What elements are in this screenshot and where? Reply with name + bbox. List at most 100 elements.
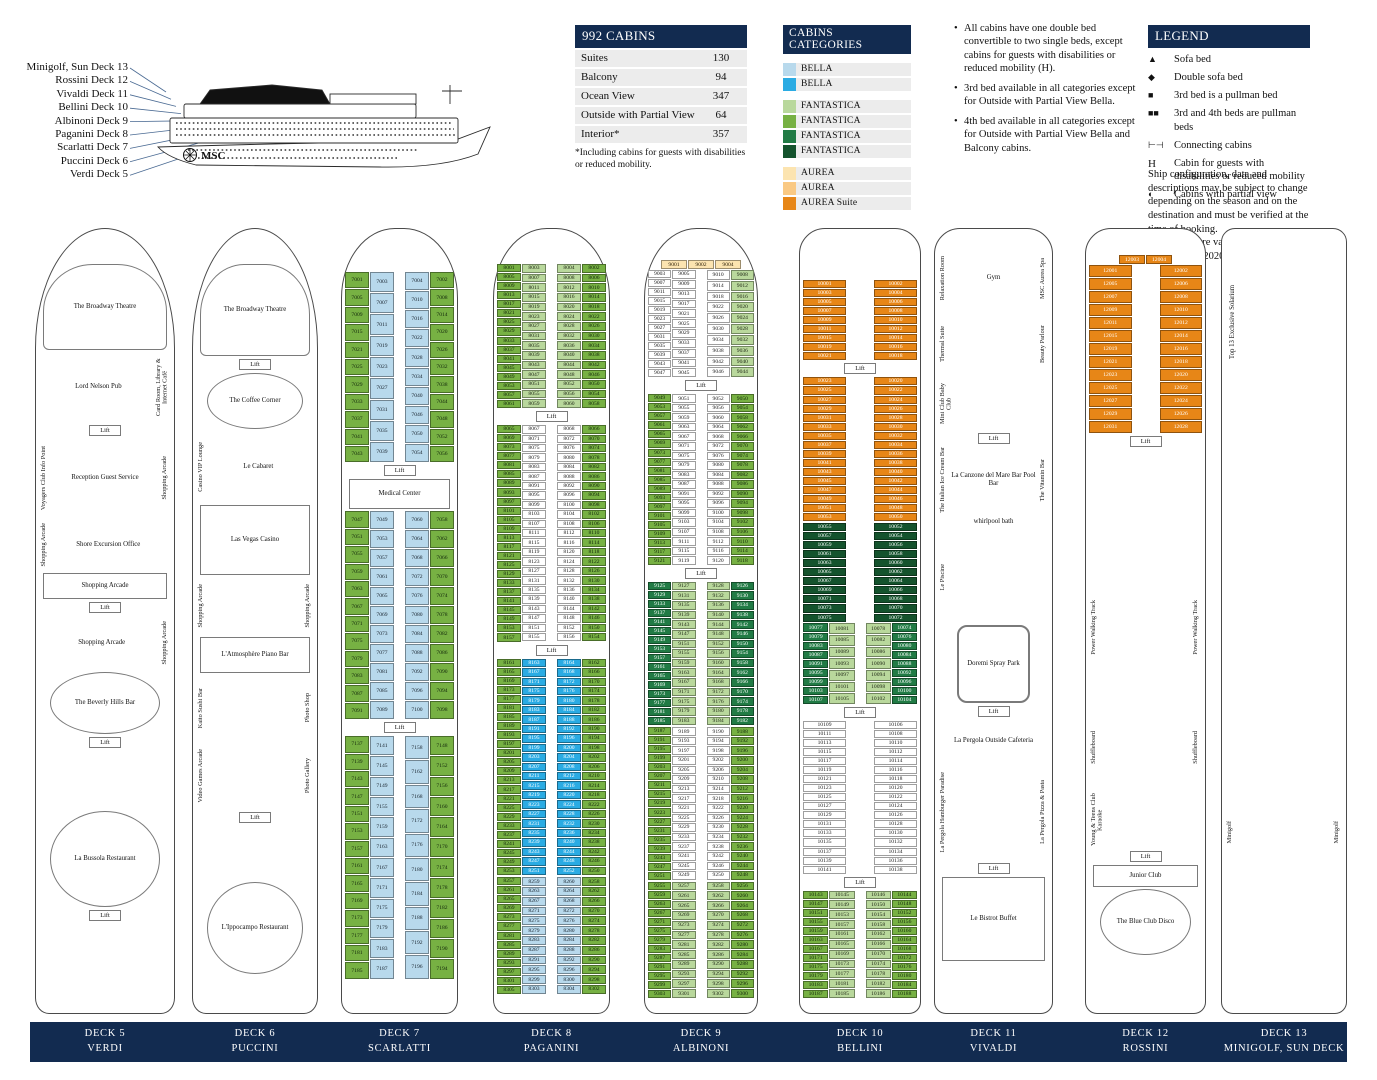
cabin-cell: 10178 bbox=[865, 969, 891, 979]
cabin-cell: 8010 bbox=[582, 283, 606, 293]
cabin-cell: 10183 bbox=[803, 980, 829, 990]
cabin-cell: 8129 bbox=[497, 570, 521, 579]
cabin-cell: 8175 bbox=[522, 686, 546, 696]
cabin-cell: 9117 bbox=[648, 547, 672, 556]
cabin-cell: 9023 bbox=[648, 315, 672, 324]
cabin-cell: 9303 bbox=[648, 990, 672, 999]
legend-label: Connecting cabins bbox=[1174, 139, 1252, 151]
deck-open-space bbox=[800, 999, 920, 1013]
footer-deck-number: DECK 7 bbox=[379, 1028, 420, 1039]
room-label: L'Ippocampo Restaurant bbox=[207, 882, 303, 974]
cabin-cell: 9287 bbox=[648, 953, 672, 962]
cabin-cell: 10025 bbox=[803, 386, 846, 395]
cabin-cell: 8109 bbox=[497, 524, 521, 533]
cabin-cell: 9183 bbox=[672, 716, 696, 726]
cabin-cell: 9244 bbox=[730, 861, 754, 871]
cabin-cell: 9285 bbox=[672, 950, 696, 959]
cabin-cell: 9125 bbox=[648, 581, 672, 590]
cabin-cell: 12016 bbox=[1159, 343, 1202, 356]
cabin-cell: 8001 bbox=[497, 264, 521, 273]
cabin-cell: 8253 bbox=[497, 867, 521, 876]
category-label: FANTASTICA bbox=[796, 115, 911, 128]
cabin-cell: 8257 bbox=[497, 877, 521, 886]
cabin-cell: 9003 bbox=[648, 270, 672, 279]
cabin-cell: 10133 bbox=[803, 829, 846, 838]
cabin-cell: 10129 bbox=[803, 811, 846, 820]
cabin-cell: 10009 bbox=[803, 316, 846, 325]
cabin-cell: 9286 bbox=[706, 950, 730, 959]
cabin-cell: 9148 bbox=[706, 629, 730, 639]
deck-open-space bbox=[494, 253, 609, 263]
cabin-cell: 9089 bbox=[648, 484, 672, 493]
cabin-cell: 8082 bbox=[582, 462, 606, 472]
cabin-cell: 12026 bbox=[1159, 408, 1202, 421]
footer-deck-number: DECK 13 bbox=[1260, 1028, 1308, 1039]
cabin-cell: 9052 bbox=[706, 394, 730, 403]
cabin-cell: 7188 bbox=[405, 906, 429, 930]
room-label-text: The Coffee Corner bbox=[229, 397, 281, 405]
cabin-cell: 9065 bbox=[648, 430, 672, 439]
category-color-chip bbox=[783, 197, 796, 210]
cabin-cell: 8018 bbox=[582, 302, 606, 312]
cabin-cell: 10022 bbox=[874, 386, 917, 395]
cabin-cell: 8263 bbox=[522, 886, 546, 896]
cabin-cell: 8153 bbox=[497, 624, 521, 633]
cabin-cell: 10143 bbox=[803, 890, 829, 899]
footer-deck-name: SCARLATTI bbox=[368, 1043, 431, 1055]
cabin-cell: 9121 bbox=[648, 556, 672, 565]
room-label-text: La Bussola Restaurant bbox=[74, 855, 136, 863]
cabin-cell: 12008 bbox=[1159, 291, 1202, 304]
legend-symbol: ■ bbox=[1148, 90, 1154, 101]
cabin-cell: 8131 bbox=[522, 576, 546, 585]
room-label-vertical: La Pergola Pizza & Pasta bbox=[1039, 780, 1047, 844]
cabins-table-title: 992 CABINS bbox=[575, 25, 747, 48]
cabin-cell: 8261 bbox=[497, 886, 521, 895]
cabin-cell: 8164 bbox=[557, 658, 581, 668]
cabin-cell: 10032 bbox=[874, 431, 917, 440]
cabin-cell: 7194 bbox=[430, 959, 454, 979]
cabin-cell: 9296 bbox=[730, 979, 754, 989]
cabin-cell: 8105 bbox=[497, 515, 521, 524]
cabin-cell: 8252 bbox=[557, 866, 581, 876]
cabin-cell: 10141 bbox=[803, 865, 846, 874]
cabin-cell: 9101 bbox=[648, 511, 672, 520]
cabin-cell: 8211 bbox=[522, 772, 546, 781]
cabin-cell: 10154 bbox=[865, 910, 891, 920]
profile-deck-label: Bellini Deck 10 bbox=[58, 101, 128, 114]
cabin-cell: 9268 bbox=[730, 910, 754, 920]
cabin-cell: 9172 bbox=[706, 687, 730, 697]
cabin-cell: 9161 bbox=[648, 663, 672, 672]
cabin-cell: 8219 bbox=[522, 790, 546, 800]
footer-deck-number: DECK 11 bbox=[970, 1028, 1017, 1039]
cabin-cell: 7037 bbox=[345, 411, 369, 428]
cabin-cell: 12024 bbox=[1159, 395, 1202, 408]
cabin-cell: 10016 bbox=[874, 343, 917, 352]
cabin-cell: 10159 bbox=[803, 926, 829, 935]
cabin-cell: 8209 bbox=[497, 767, 521, 776]
cabin-cell: 10069 bbox=[803, 586, 846, 595]
cabin-cell: 9212 bbox=[730, 784, 754, 794]
cabin-cell: 8088 bbox=[557, 472, 581, 481]
cabin-cell: 7079 bbox=[345, 650, 369, 667]
cabin-cell: 10091 bbox=[803, 659, 829, 668]
cabin-cell: 9070 bbox=[730, 441, 754, 451]
cabin-cell: 8227 bbox=[522, 809, 546, 819]
cabin-cell: 7148 bbox=[430, 736, 454, 756]
